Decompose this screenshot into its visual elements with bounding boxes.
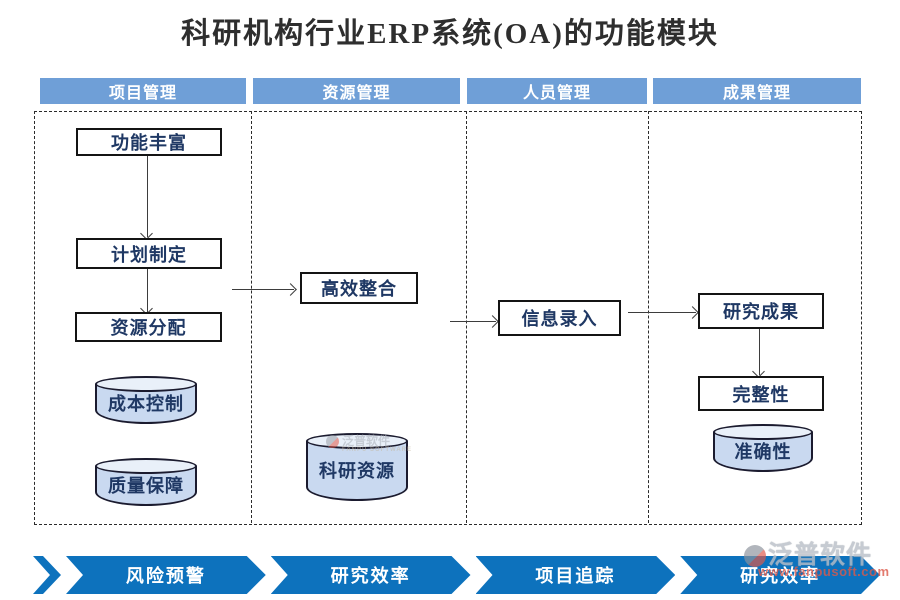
footer-chevron-row: 风险预警 研究效率 项目追踪 研究效率 <box>33 556 880 594</box>
column-divider-3 <box>648 111 649 523</box>
cylinder-accuracy: 准确性 <box>713 424 813 472</box>
watermark-large: 泛普软件 www.fanpusoft.com <box>744 543 890 578</box>
banner-risk-warning: 风险预警 <box>66 556 266 594</box>
fanpu-logo-icon <box>326 435 339 448</box>
watermark-small: 泛普软件 FANPU SOFTWARE <box>326 435 412 454</box>
column-header-results-management: 成果管理 <box>653 78 861 104</box>
arrow-feature-to-plan <box>147 152 148 237</box>
diagram-dashed-frame <box>34 111 862 525</box>
arrow-col3-to-col4 <box>628 312 696 313</box>
arrow-col1-to-col2 <box>232 289 294 290</box>
fanpu-logo-icon <box>744 544 766 567</box>
banner-research-efficiency-2: 研究效率 <box>680 556 880 594</box>
cylinder-top-ellipse <box>95 458 197 474</box>
page-title: 科研机构行业ERP系统(OA)的功能模块 <box>181 18 719 50</box>
watermark-brand: 泛普软件 <box>768 541 873 569</box>
banner-project-tracking: 项目追踪 <box>476 556 676 594</box>
node-research-results: 研究成果 <box>698 293 824 329</box>
cylinder-cost-control: 成本控制 <box>95 376 197 424</box>
cylinder-body <box>306 441 408 501</box>
node-completeness: 完整性 <box>698 376 824 411</box>
watermark-url: www.fanpusoft.com <box>758 564 890 579</box>
node-plan-making: 计划制定 <box>76 238 222 269</box>
column-divider-1 <box>251 111 252 523</box>
watermark-brand-en: FANPU SOFTWARE <box>342 447 413 453</box>
cylinder-label: 科研资源 <box>319 461 395 482</box>
column-header-personnel-management: 人员管理 <box>467 78 647 104</box>
watermark-brand: 泛普软件 <box>342 434 391 448</box>
node-information-entry: 信息录入 <box>498 300 621 336</box>
node-feature-rich: 功能丰富 <box>76 128 222 156</box>
cylinder-quality-assurance: 质量保障 <box>95 458 197 506</box>
node-resource-allocation: 资源分配 <box>75 312 222 342</box>
banner-research-efficiency: 研究效率 <box>271 556 471 594</box>
arrow-results-to-completeness <box>759 325 760 375</box>
cylinder-label: 质量保障 <box>108 476 184 497</box>
arrow-plan-to-resource <box>147 265 148 312</box>
column-header-project-management: 项目管理 <box>40 78 246 104</box>
chevron-lead-arrow-icon <box>33 556 61 594</box>
cylinder-top-ellipse <box>95 376 197 392</box>
column-header-resource-management: 资源管理 <box>253 78 460 104</box>
cylinder-label: 准确性 <box>734 442 792 463</box>
cylinder-label: 成本控制 <box>108 394 184 415</box>
cylinder-top-ellipse <box>713 424 813 440</box>
column-divider-2 <box>466 111 467 523</box>
cylinder-research-resources: 科研资源 <box>306 433 408 501</box>
node-efficient-integration: 高效整合 <box>300 272 418 304</box>
arrow-col2-to-col3 <box>450 321 496 322</box>
